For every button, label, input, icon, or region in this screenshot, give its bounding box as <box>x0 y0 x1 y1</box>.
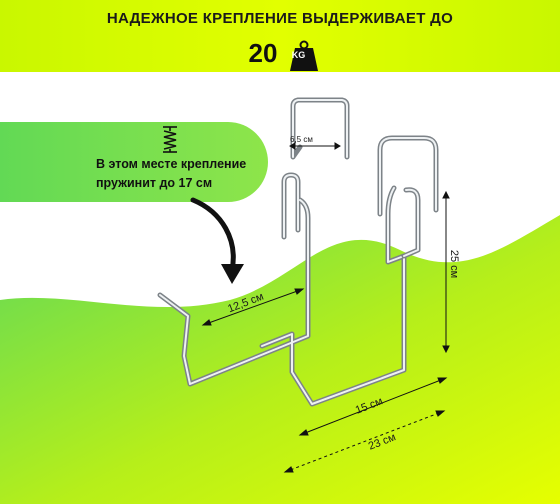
dimension-lines <box>201 142 450 473</box>
callout-pill <box>0 122 268 202</box>
weight-value: 20 <box>248 38 278 68</box>
spring-icon <box>163 126 177 153</box>
bottom-wave <box>0 215 560 504</box>
top-banner <box>0 0 560 72</box>
hook-width-label: 6,5 см <box>290 135 313 144</box>
headline: НАДЕЖНОЕ КРЕПЛЕНИЕ ВЫДЕРЖИВАЕТ ДО <box>106 10 454 27</box>
kg-badge: KG <box>285 42 311 66</box>
curved-arrow-icon <box>190 197 244 284</box>
hook-right <box>377 135 439 259</box>
hook-left <box>157 97 407 407</box>
weight-row: 20 KG <box>0 38 560 69</box>
weight-icon <box>290 40 318 71</box>
weight-unit: KG <box>291 49 306 60</box>
height-label: 25 см <box>448 249 461 279</box>
callout-text: В этом месте крепление пружинит до 17 см <box>96 157 247 190</box>
